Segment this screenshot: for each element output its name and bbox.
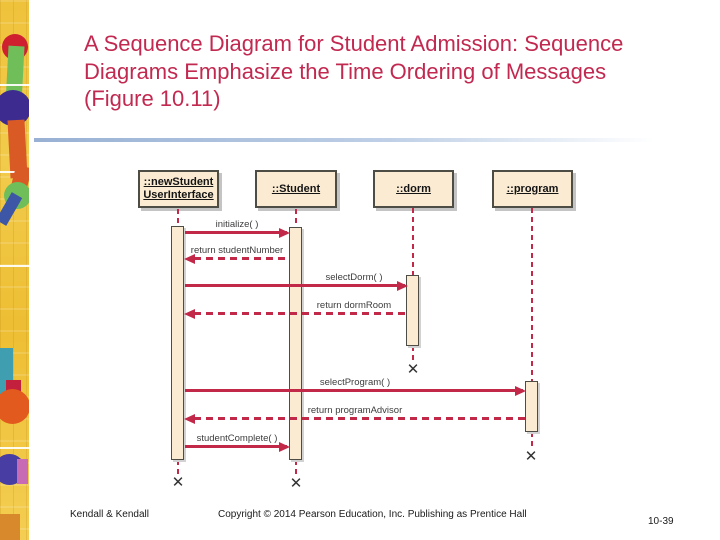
footer-page-number: 10-39 [648,516,674,527]
object-label: ::program [506,182,559,195]
slide-title-line: (Figure 10.11) [84,86,221,111]
message-initialize: initialize( ) [185,216,290,238]
message-arrow-line [194,257,289,260]
message-return-programadvisor: return programAdvisor [184,402,525,424]
lifeline-dorm-stub [412,346,414,362]
lifeline-program-stub [531,432,533,448]
mosaic-bottom-tile [0,514,20,540]
lifeline-dorm [412,208,414,275]
object-label: ::newStudent [143,176,214,188]
message-arrow-line [194,417,525,420]
message-selectdorm: selectDorm( ) [185,269,408,291]
message-selectprogram: selectProgram( ) [185,374,526,396]
object-label: UserInterface [143,189,214,201]
message-label: return studentNumber [190,245,284,256]
message-return-dormroom: return dormRoom [184,297,407,319]
destroy-x-icon: ✕ [524,448,538,465]
message-arrow-line [185,389,523,392]
slide-title: A Sequence Diagram for Student Admission… [84,30,690,113]
arrowhead-left-icon [184,308,195,319]
destroy-x-icon: ✕ [289,475,303,492]
slide-title-line: A Sequence Diagram for Student Admission… [84,31,624,56]
mosaic-divider-line [0,265,29,267]
message-arrow-line [185,231,287,234]
message-arrow-line [185,445,287,448]
arrowhead-right-icon [279,227,290,238]
arrowhead-left-icon [184,413,195,424]
object-box-program: ::program [492,170,573,208]
mosaic-orange-circle [0,389,29,424]
mosaic-divider-line [0,84,29,86]
activation-bar-program [525,381,538,432]
activation-bar-dorm [406,275,419,346]
object-label: ::Student [271,182,321,195]
mosaic-pink-tile [17,459,28,484]
title-divider-rule [34,138,674,142]
message-label: selectProgram( ) [319,377,391,388]
arrowhead-right-icon [515,385,526,396]
lifeline-student-stub [295,460,297,475]
lifeline-program [531,208,533,381]
slide-title-line: Diagrams Emphasize the Time Ordering of … [84,58,607,84]
message-return-studentnumber: return studentNumber [184,242,289,264]
decorative-mosaic-border [0,0,29,540]
lifeline-userinterface-stub [177,460,179,475]
message-label: return dormRoom [316,300,392,311]
arrowhead-left-icon [184,253,195,264]
message-label: studentComplete( ) [196,433,278,444]
activation-bar-userinterface [171,226,184,460]
mosaic-divider-line [0,447,29,449]
arrowhead-right-icon [397,280,408,291]
lifeline-student [295,209,297,227]
message-arrow-line [194,312,407,315]
destroy-x-icon: ✕ [171,474,185,491]
destroy-x-icon: ✕ [406,361,420,378]
message-label: selectDorm( ) [325,272,383,283]
arrowhead-right-icon [279,441,290,452]
message-studentcomplete: studentComplete( ) [185,430,290,452]
object-box-dorm: ::dorm [373,170,454,208]
message-label: return programAdvisor [307,405,403,416]
footer-copyright: Copyright © 2014 Pearson Education, Inc.… [218,509,527,520]
lifeline-userinterface [177,209,179,226]
object-label: ::dorm [396,182,431,195]
message-arrow-line [185,284,405,287]
footer-authors: Kendall & Kendall [70,509,149,520]
object-box-student: ::Student [255,170,337,208]
object-box-newstudent-userinterface: ::newStudent UserInterface [138,170,219,208]
message-label: initialize( ) [215,219,259,230]
activation-bar-student [289,227,302,460]
